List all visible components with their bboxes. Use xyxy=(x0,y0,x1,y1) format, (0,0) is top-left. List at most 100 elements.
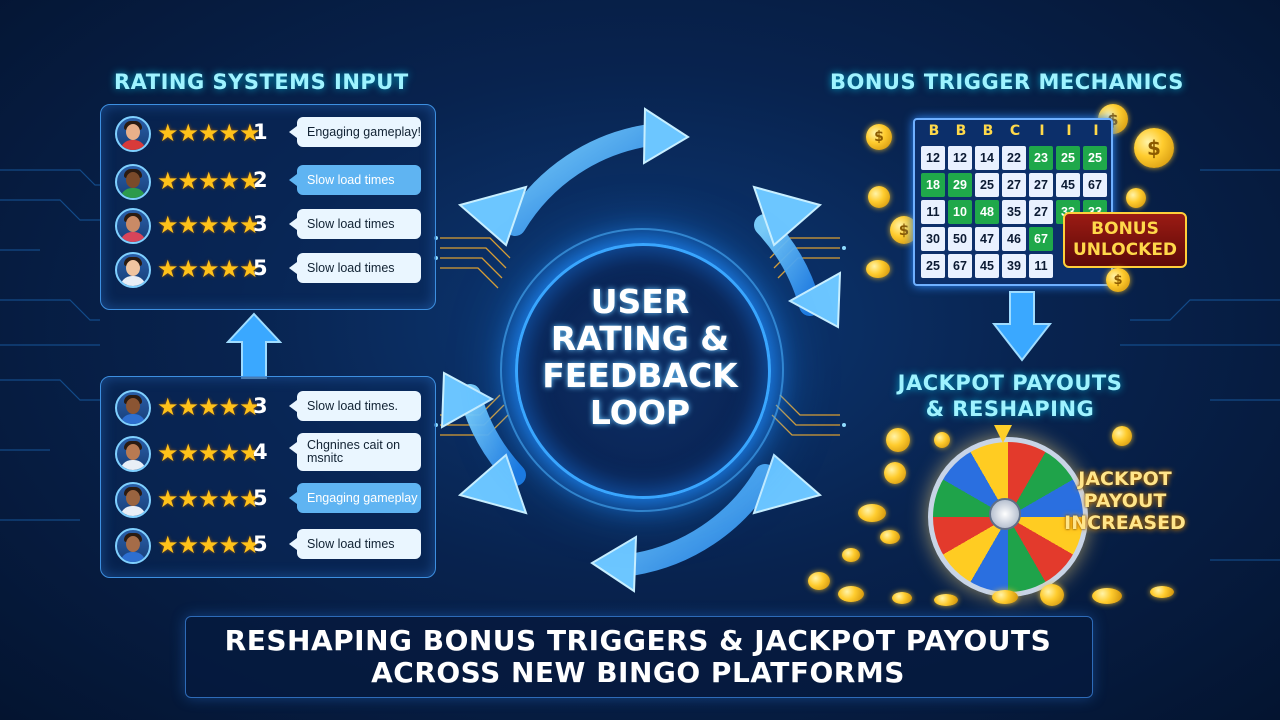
bingo-cell: 30 xyxy=(921,227,945,251)
rating-panel-top: ★★★★★ 1 Engaging gameplay! ★★★★★ 2 Slow … xyxy=(100,104,436,310)
bingo-header-letter: B xyxy=(955,123,967,139)
rating-row: ★★★★★ 1 Engaging gameplay! xyxy=(111,115,431,153)
bingo-header-letter: I xyxy=(1039,123,1045,139)
rating-panel-bottom: ★★★★★ 3 Slow load times. ★★★★★ 4 Chgnine… xyxy=(100,376,436,578)
bingo-cell: 67 xyxy=(1083,173,1107,197)
bingo-cell: 45 xyxy=(975,254,999,278)
bonus-unlocked-badge: BONUS UNLOCKED xyxy=(1063,212,1187,268)
feedback-bubble: Chgnines cait on msnitc xyxy=(289,433,421,471)
bonus-trigger-title: BONUS TRIGGER MECHANICS xyxy=(830,70,1184,94)
badge-line: UNLOCKED xyxy=(1072,240,1178,260)
wheel-hub xyxy=(989,498,1021,530)
rating-number: 5 xyxy=(253,486,268,510)
rating-row: ★★★★★ 5 Slow load times xyxy=(111,251,431,289)
hub-title-line: LOOP xyxy=(589,393,691,432)
hub-title-line: RATING & xyxy=(550,319,730,358)
star-rating-icon: ★★★★★ xyxy=(157,485,261,513)
hub-title: USER RATING & FEEDBACK LOOP xyxy=(515,283,765,431)
coin-icon xyxy=(1150,586,1174,598)
feedback-loop-arrows xyxy=(440,107,842,593)
rating-number: 4 xyxy=(253,440,268,464)
coin-icon xyxy=(838,586,864,602)
rating-number: 5 xyxy=(253,256,268,280)
bingo-cell: 27 xyxy=(1029,200,1053,224)
bingo-cell: 50 xyxy=(948,227,972,251)
avatar xyxy=(115,116,151,152)
coin-icon xyxy=(1092,588,1122,604)
star-rating-icon: ★★★★★ xyxy=(157,393,261,421)
rating-number: 5 xyxy=(253,532,268,556)
coin-icon xyxy=(866,260,890,278)
hub-ring xyxy=(500,228,784,512)
star-rating-icon: ★★★★★ xyxy=(157,439,261,467)
star-rating-icon: ★★★★★ xyxy=(157,255,261,283)
bingo-header-letter: I xyxy=(1093,123,1099,139)
bingo-cell: 23 xyxy=(1029,146,1053,170)
coin-icon xyxy=(886,428,910,452)
jackpot-payout-badge: JACKPOT PAYOUT INCREASED xyxy=(1055,468,1195,534)
bingo-cell: 25 xyxy=(975,173,999,197)
bingo-cell: 14 xyxy=(975,146,999,170)
bingo-cell: 67 xyxy=(1029,227,1053,251)
coin-icon xyxy=(892,592,912,604)
badge-line: JACKPOT xyxy=(1078,468,1172,490)
bottom-banner xyxy=(185,616,1093,698)
coin-icon xyxy=(868,186,890,208)
bingo-cell: 45 xyxy=(1056,173,1080,197)
rating-row: ★★★★★ 2 Slow load times xyxy=(111,163,431,201)
bingo-cell: 29 xyxy=(948,173,972,197)
bingo-cell: 10 xyxy=(948,200,972,224)
bingo-cell: 47 xyxy=(975,227,999,251)
bingo-cell: 46 xyxy=(1002,227,1026,251)
coin-icon xyxy=(880,530,900,544)
bingo-cell: 25 xyxy=(921,254,945,278)
bingo-cell: 12 xyxy=(921,146,945,170)
arrow-down-icon xyxy=(991,291,1053,362)
banner-line-1: RESHAPING BONUS TRIGGERS & JACKPOT PAYOU… xyxy=(224,624,1052,657)
jackpot-title: JACKPOT PAYOUTS & RESHAPING xyxy=(880,370,1140,422)
rating-row: ★★★★★ 3 Slow load times xyxy=(111,207,431,245)
bingo-cell: 39 xyxy=(1002,254,1026,278)
rating-systems-title: RATING SYSTEMS INPUT xyxy=(114,70,409,94)
badge-line: PAYOUT xyxy=(1083,490,1167,512)
avatar xyxy=(115,482,151,518)
arrow-up-icon xyxy=(226,312,282,379)
coin-icon: $ xyxy=(1106,268,1130,292)
avatar xyxy=(115,164,151,200)
bingo-cell: 22 xyxy=(1002,146,1026,170)
coin-icon xyxy=(1112,426,1132,446)
bingo-cell: 35 xyxy=(1002,200,1026,224)
rating-row: ★★★★★ 3 Slow load times. xyxy=(111,389,431,427)
coin-icon xyxy=(992,590,1018,604)
star-rating-icon: ★★★★★ xyxy=(157,119,261,147)
feedback-bubble: Slow load times. xyxy=(289,391,421,421)
bingo-cell: 25 xyxy=(1056,146,1080,170)
avatar xyxy=(115,528,151,564)
rating-row: ★★★★★ 5 Engaging gameplay xyxy=(111,481,431,519)
feedback-bubble: Slow load times xyxy=(289,165,421,195)
avatar xyxy=(115,436,151,472)
bingo-cell: 18 xyxy=(921,173,945,197)
rating-number: 2 xyxy=(253,168,268,192)
feedback-loop-hub xyxy=(515,243,771,499)
wheel-pointer-icon xyxy=(994,425,1012,443)
rating-number: 1 xyxy=(253,120,268,144)
rating-row: ★★★★★ 5 Slow load times xyxy=(111,527,431,565)
star-rating-icon: ★★★★★ xyxy=(157,531,261,559)
star-rating-icon: ★★★★★ xyxy=(157,211,261,239)
rating-number: 3 xyxy=(253,394,268,418)
coin-icon: $ xyxy=(1134,128,1174,168)
bingo-header-letter: B xyxy=(982,123,994,139)
jackpot-title-line: JACKPOT PAYOUTS xyxy=(897,371,1123,395)
bingo-header-letter: C xyxy=(1009,123,1021,139)
coin-icon xyxy=(808,572,830,590)
hub-title-line: FEEDBACK xyxy=(542,356,738,395)
coin-icon xyxy=(934,432,950,448)
coin-icon xyxy=(858,504,886,522)
coin-icon xyxy=(934,594,958,606)
coin-icon xyxy=(1126,188,1146,208)
bingo-cell: 48 xyxy=(975,200,999,224)
bingo-header-letter: I xyxy=(1066,123,1072,139)
bingo-cell: 27 xyxy=(1029,173,1053,197)
jackpot-title-line: & RESHAPING xyxy=(925,397,1095,421)
